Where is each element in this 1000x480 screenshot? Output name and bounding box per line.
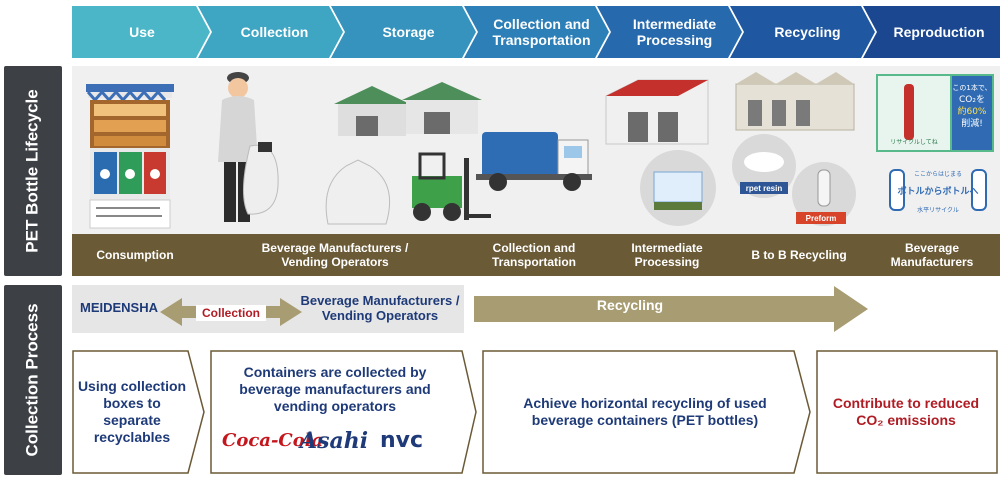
stage-collection: Collection	[240, 24, 309, 40]
svg-text:ここからはじまる: ここからはじまる	[914, 171, 962, 178]
box-1-frame	[72, 350, 205, 474]
box-3-frame	[482, 350, 811, 474]
meidensha-label: MEIDENSHA	[80, 300, 159, 315]
chevron-use	[72, 6, 210, 58]
chevron-processing	[597, 6, 742, 58]
svg-text:ボトルからボトルへ: ボトルからボトルへ	[897, 185, 978, 197]
lifecycle-illustrations: rpet resin Preform この1本で、 CO₂を 約60% 削減! …	[86, 72, 994, 229]
stage-chevrons	[72, 6, 1000, 58]
box-4-frame	[816, 350, 998, 474]
bar-label-processing: Intermediate Processing	[631, 241, 703, 269]
bar-label-operators: Beverage Manufacturers / Vending Operato…	[261, 241, 409, 269]
recycling-arrow	[474, 286, 868, 332]
worker-illustration	[218, 72, 279, 222]
plant-illustration	[605, 79, 709, 145]
svg-text:削減!: 削減!	[961, 117, 983, 129]
box-4-text: Contribute to reduced CO₂ emissions	[818, 352, 994, 472]
box-3-text: Achieve horizontal recycling of used bev…	[523, 395, 767, 428]
collection-label: Collection	[196, 305, 266, 321]
factory-illustration	[735, 72, 855, 131]
svg-text:rpet resin: rpet resin	[746, 184, 783, 193]
box-2-frame	[210, 350, 477, 474]
box-4-line-1: Contribute to reduced	[832, 395, 980, 411]
stage-use: Use	[129, 24, 155, 40]
stage-storage: Storage	[382, 24, 435, 40]
chevron-transport	[464, 6, 609, 58]
box-4-line-2: CO₂ emissions	[856, 412, 956, 428]
bar-label-manufacturers: Beverage Manufacturers	[890, 241, 974, 269]
bag-illustration	[325, 159, 391, 225]
lifecycle-bar	[72, 234, 1000, 276]
bar-label-recycling: B to B Recycling	[751, 248, 847, 262]
stage-header: Use Collection Storage Collection and Tr…	[72, 6, 1000, 58]
warehouse-illustration	[334, 82, 482, 136]
svg-text:Preform: Preform	[806, 214, 837, 223]
asahi-logo: Asahi	[300, 428, 369, 454]
bar-label-consumption: Consumption	[96, 248, 174, 262]
chevron-recycling	[730, 6, 875, 58]
chevron-storage	[331, 6, 476, 58]
process-operators-label: Beverage Manufacturers / Vending Operato…	[300, 293, 460, 323]
bar-label-transport: Collection and Transportation	[491, 241, 576, 269]
chevron-reproduction	[863, 6, 1000, 58]
box-2-text: Containers are collected by beverage man…	[239, 363, 431, 414]
truck-illustration	[476, 132, 592, 191]
svg-text:リサイクルしてね: リサイクルしてね	[890, 139, 938, 146]
stage-recycling: Recycling	[774, 24, 841, 40]
stage-transport: Collection and Transportation	[492, 16, 591, 48]
nvc-logo: nvc	[380, 428, 424, 453]
forklift-illustration	[412, 152, 491, 221]
stage-reproduction: Reproduction	[893, 24, 985, 40]
kiosk-illustration	[86, 84, 174, 229]
stage-processing: Intermediate Processing	[632, 16, 717, 48]
chevron-collection	[198, 6, 343, 58]
side-label-process: Collection Process	[4, 285, 62, 475]
bottle-to-bottle-illustration: ここからはじまる ボトルからボトルへ 水平リサイクル	[889, 169, 987, 214]
recycling-arrow-label: Recycling	[596, 297, 664, 313]
box-1-text: Using collection boxes to separate recyc…	[77, 378, 187, 445]
svg-text:水平リサイクル: 水平リサイクル	[917, 206, 959, 214]
side-label-lifecycle: PET Bottle Lifecycle	[4, 66, 62, 276]
svg-text:この1本で、: この1本で、	[952, 83, 991, 92]
poster-illustration: この1本で、 CO₂を 約60% 削減! リサイクルしてね	[876, 74, 994, 152]
svg-text:CO₂を: CO₂を	[959, 94, 985, 105]
cocacola-logo: Coca-Cola	[222, 430, 324, 451]
svg-text:約60%: 約60%	[957, 105, 986, 117]
